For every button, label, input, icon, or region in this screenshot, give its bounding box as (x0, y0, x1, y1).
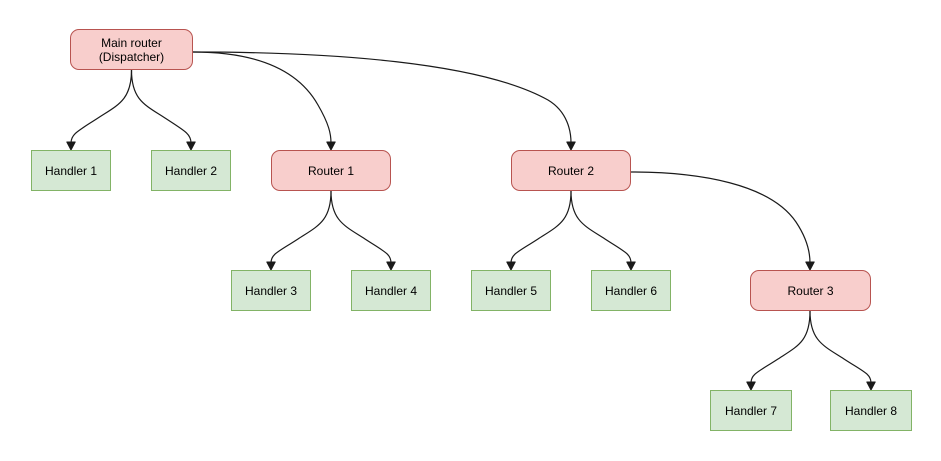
node-handler-2[interactable]: Handler 2 (151, 150, 231, 191)
node-router-1[interactable]: Router 1 (271, 150, 391, 191)
node-label-handler-2: Handler 2 (164, 163, 218, 178)
edge-main-router1 (192, 51, 332, 144)
node-handler-5[interactable]: Handler 5 (471, 270, 551, 311)
edge-router2-router3 (630, 171, 811, 264)
edge-main-handler2 (130, 69, 192, 144)
arrow-handler-7-icon (746, 381, 756, 391)
node-label-main-router: Main router (Dispatcher) (98, 35, 165, 64)
node-label-handler-6: Handler 6 (604, 283, 658, 298)
edge-router3-handler8 (809, 310, 872, 384)
arrow-handler-5-icon (506, 261, 516, 271)
node-label-router-2: Router 2 (547, 163, 595, 178)
node-label-handler-1: Handler 1 (44, 163, 98, 178)
arrow-router-1-icon (326, 141, 336, 151)
arrow-router-2-icon (566, 141, 576, 151)
node-label-handler-4: Handler 4 (364, 283, 418, 298)
arrow-handler-1-icon (66, 141, 76, 151)
node-label-handler-5: Handler 5 (484, 283, 538, 298)
node-handler-8[interactable]: Handler 8 (830, 390, 912, 431)
edge-router1-handler3 (270, 190, 332, 264)
node-handler-4[interactable]: Handler 4 (351, 270, 431, 311)
node-router-2[interactable]: Router 2 (511, 150, 631, 191)
node-label-handler-8: Handler 8 (844, 403, 898, 418)
node-label-router-1: Router 1 (307, 163, 355, 178)
node-handler-6[interactable]: Handler 6 (591, 270, 671, 311)
node-handler-3[interactable]: Handler 3 (231, 270, 311, 311)
edge-router3-handler7 (750, 310, 811, 384)
arrow-router-3-icon (805, 261, 815, 271)
node-label-handler-7: Handler 7 (724, 403, 778, 418)
node-handler-1[interactable]: Handler 1 (31, 150, 111, 191)
edge-router1-handler4 (330, 190, 392, 264)
node-label-router-3: Router 3 (787, 283, 834, 298)
node-router-3[interactable]: Router 3 (750, 270, 871, 311)
edge-router2-handler5 (510, 190, 572, 264)
edges-group (70, 51, 872, 384)
node-main-router[interactable]: Main router (Dispatcher) (70, 29, 193, 70)
node-handler-7[interactable]: Handler 7 (710, 390, 792, 431)
arrow-handler-8-icon (866, 381, 876, 391)
node-label-handler-3: Handler 3 (244, 283, 298, 298)
edge-main-router2 (192, 51, 572, 144)
edge-router2-handler6 (570, 190, 632, 264)
arrow-handler-2-icon (186, 141, 196, 151)
edge-main-handler1 (70, 69, 133, 144)
arrow-handler-6-icon (626, 261, 636, 271)
arrow-handler-3-icon (266, 261, 276, 271)
arrow-handler-4-icon (386, 261, 396, 271)
